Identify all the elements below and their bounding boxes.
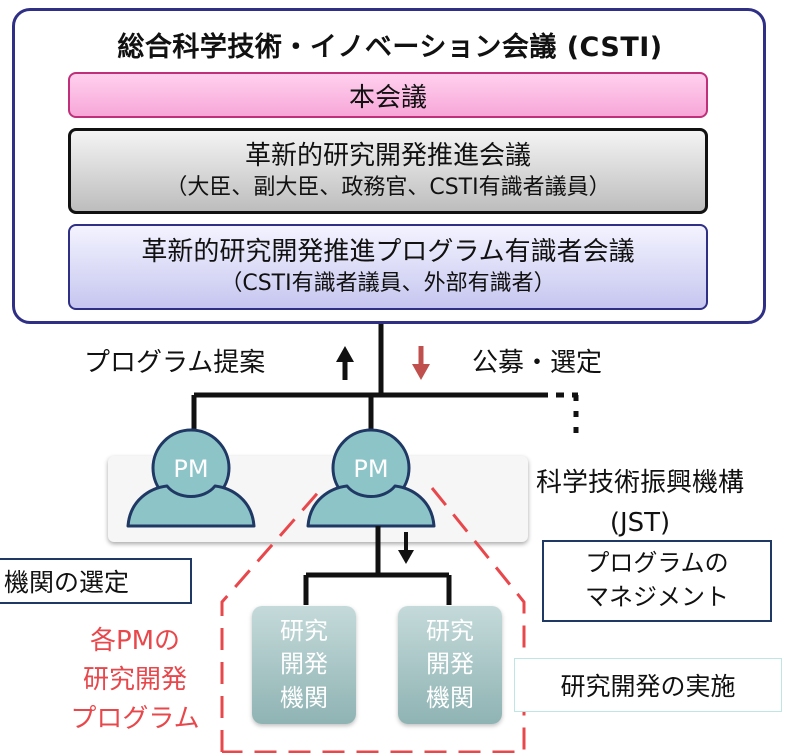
person-icon (126, 428, 256, 528)
institution-line: 研究 (280, 616, 328, 645)
institution-selection-label: 機関の選定 (4, 568, 130, 597)
pm-program-line3: プログラム (70, 703, 200, 734)
plenary-label: 本会議 (348, 82, 427, 113)
research-institution-box: 研究 開発 機関 (252, 606, 356, 724)
jst-abbrev: (JST) (609, 508, 671, 538)
jst-label: 科学技術振興機構 (JST) (500, 460, 780, 546)
program-council-members: （CSTI有識者議員、外部有識者） (220, 270, 556, 296)
rd-implementation-label: 研究開発の実施 (560, 672, 736, 701)
pm-program-line2: 研究開発 (82, 664, 187, 695)
jst-name: 科学技術振興機構 (535, 467, 744, 498)
program-council-box: 革新的研究開発推進プログラム有識者会議 （CSTI有識者議員、外部有識者） (68, 224, 708, 310)
proposal-label: プログラム提案 (84, 348, 266, 378)
innovation-council-title: 革新的研究開発推進会議 (244, 140, 531, 171)
institution-line: 機関 (426, 683, 474, 712)
pm-program-line1: 各PMの (89, 625, 181, 656)
institution-line: 研究 (426, 616, 474, 645)
rd-implementation-callout: 研究開発の実施 (514, 658, 782, 712)
down-arrow-icon (398, 532, 414, 564)
institution-line: 機関 (280, 683, 328, 712)
institution-line: 開発 (280, 650, 328, 679)
call-selection-label: 公募・選定 (472, 348, 603, 378)
pm-label: PM (353, 455, 389, 483)
pm-program-label: 各PMの 研究開発 プログラム (60, 620, 210, 740)
institution-selection-callout: 機関の選定 (0, 558, 192, 604)
down-arrow-icon (412, 346, 430, 380)
research-institution-box: 研究 開発 機関 (398, 606, 502, 724)
up-arrow-icon (336, 346, 354, 380)
program-management-line1: プログラムの (585, 549, 729, 578)
program-management-line2: マネジメント (585, 583, 729, 611)
person-icon (306, 428, 436, 528)
program-management-callout: プログラムの マネジメント (542, 540, 772, 622)
csti-title: 総合科学技術・イノベーション会議 (CSTI) (117, 31, 663, 63)
innovation-council-members: （大臣、副大臣、政務官、CSTI有識者議員） (165, 174, 611, 200)
program-council-title: 革新的研究開発推進プログラム有識者会議 (141, 236, 635, 267)
innovation-council-box: 革新的研究開発推進会議 （大臣、副大臣、政務官、CSTI有識者議員） (68, 128, 708, 214)
pm-label: PM (173, 455, 209, 483)
institution-line: 開発 (426, 650, 474, 679)
plenary-box: 本会議 (68, 72, 708, 118)
